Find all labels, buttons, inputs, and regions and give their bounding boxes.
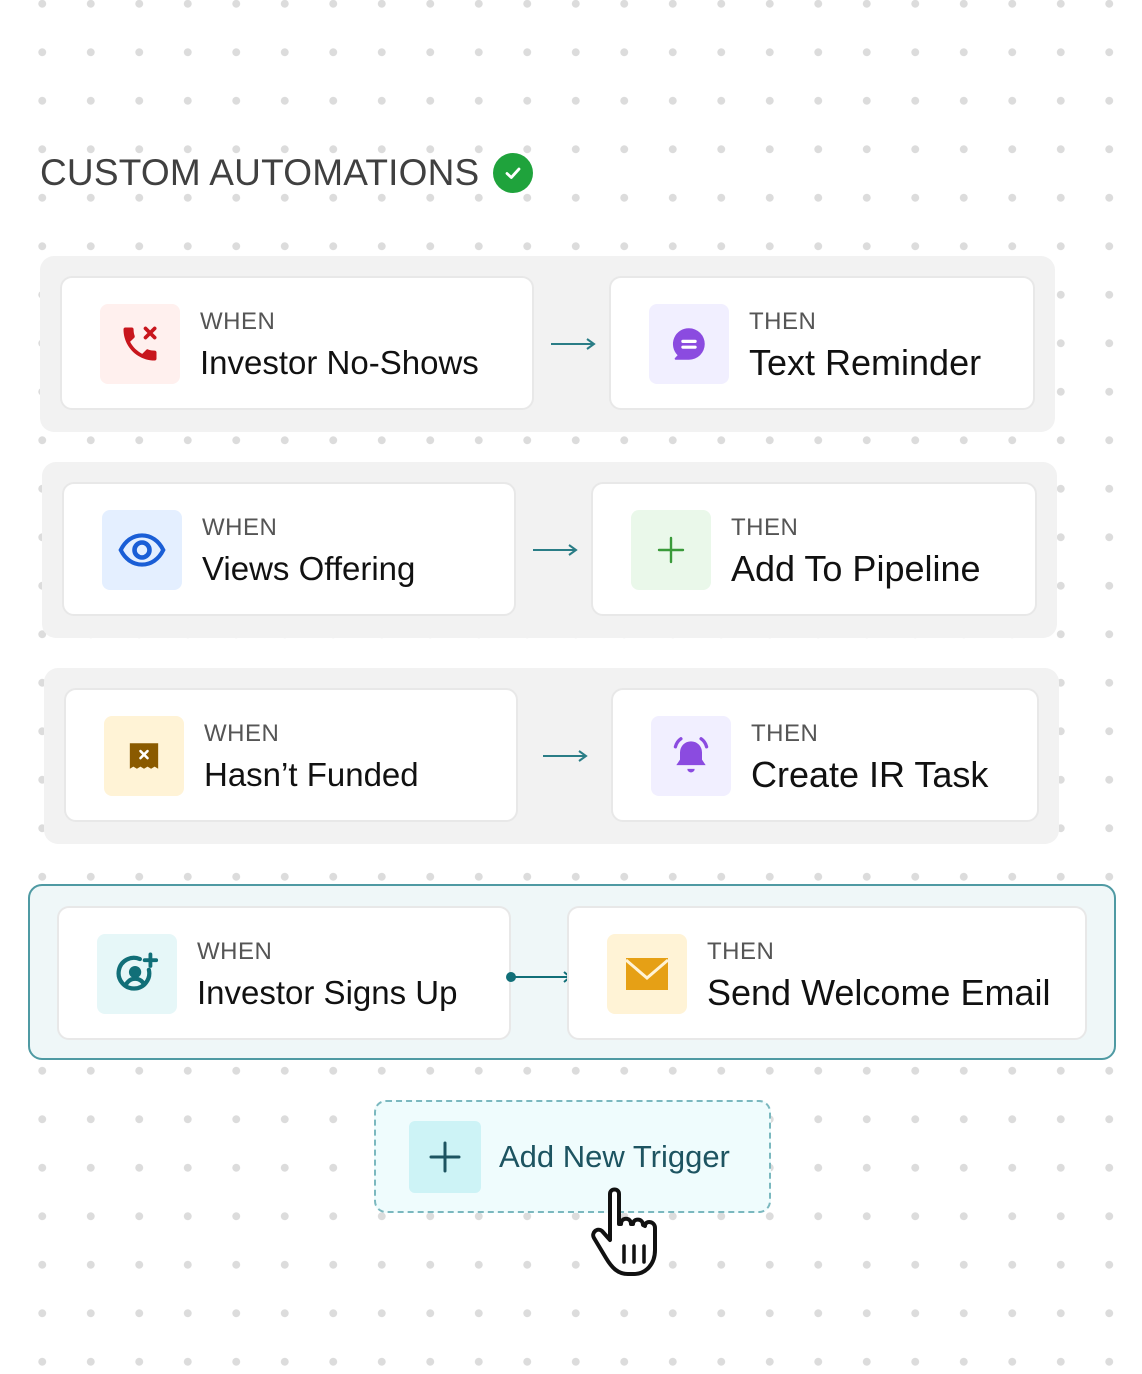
action-name: Text Reminder [749,342,982,383]
trigger-card[interactable]: WHEN Investor No-Shows [60,276,534,410]
automation-row: WHEN Views Offering THEN Add To Pipeline [42,462,1057,638]
when-label: WHEN [204,720,280,747]
then-label: THEN [751,720,819,747]
add-new-trigger-button[interactable]: Add New Trigger [374,1100,771,1213]
plus-icon [409,1120,481,1193]
section-title-text: CUSTOM AUTOMATIONS [40,152,480,193]
then-label: THEN [707,938,775,965]
arrow-right-icon [543,750,588,762]
when-label: WHEN [197,938,273,965]
action-card[interactable]: THEN Add To Pipeline [591,482,1037,616]
bell-icon [651,716,731,796]
action-card[interactable]: THEN Text Reminder [609,276,1035,410]
action-card[interactable]: THEN Create IR Task [611,688,1039,822]
connector-arrow-icon [506,971,572,983]
section-title: CUSTOM AUTOMATIONS [40,150,534,196]
action-name: Send Welcome Email [707,972,1051,1013]
trigger-card[interactable]: WHEN Views Offering [62,482,516,616]
trigger-card[interactable]: WHEN Investor Signs Up [57,906,511,1040]
action-name: Create IR Task [751,754,989,795]
check-circle-icon [493,153,534,193]
arrow-right-icon [533,544,578,556]
trigger-card[interactable]: WHEN Hasn’t Funded [64,688,518,822]
hand-cursor-icon [591,1187,657,1276]
action-name: Add To Pipeline [731,548,981,589]
then-label: THEN [731,514,799,541]
when-label: WHEN [202,514,278,541]
then-label: THEN [749,308,817,335]
automation-row-active: WHEN Investor Signs Up THEN Send Welcome… [28,884,1116,1060]
arrow-right-icon [551,338,596,350]
trigger-name: Hasn’t Funded [204,756,419,793]
trigger-name: Investor Signs Up [197,974,458,1011]
automation-row: WHEN Hasn’t Funded THEN Create IR Task [44,668,1059,844]
user-add-icon [97,934,177,1014]
phone-missed-icon [100,304,180,384]
envelope-icon [607,934,687,1014]
add-new-trigger-label: Add New Trigger [499,1138,730,1174]
unpaid-receipt-icon [104,716,184,796]
trigger-name: Views Offering [202,550,416,587]
when-label: WHEN [200,308,276,335]
eye-icon [102,510,182,590]
action-card[interactable]: THEN Send Welcome Email [567,906,1087,1040]
automation-row: WHEN Investor No-Shows THEN Text Reminde… [40,256,1055,432]
plus-icon [631,510,711,590]
trigger-name: Investor No-Shows [200,344,479,381]
chat-bubble-icon [649,304,729,384]
